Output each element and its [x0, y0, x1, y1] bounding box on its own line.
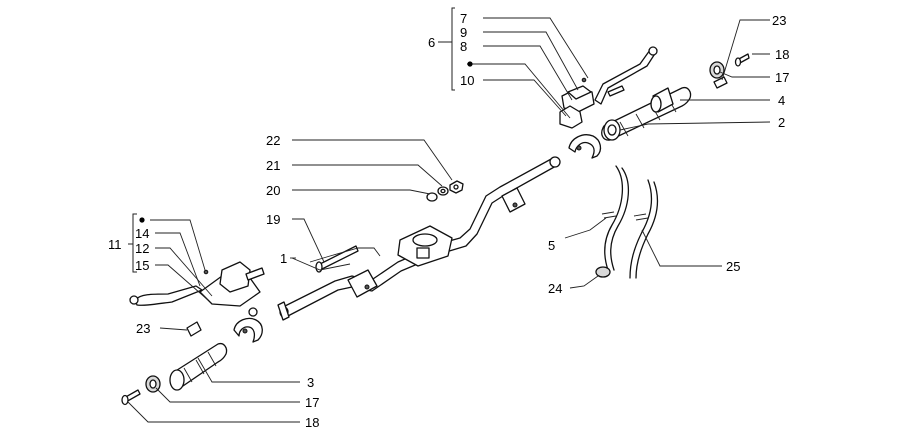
cable-25 [629, 179, 659, 279]
washer-21 [437, 186, 449, 196]
group-bracket-6 [438, 7, 473, 91]
label-12: 12 [135, 241, 149, 256]
label-18-bottom: 18 [305, 415, 319, 428]
left-screw-18 [121, 389, 141, 406]
label-21: 21 [266, 158, 280, 173]
label-22: 22 [266, 133, 280, 148]
label-15: 15 [135, 258, 149, 273]
part-labels: 7 9 8 6 10 23 18 17 4 2 22 21 20 19 1 14… [108, 11, 789, 428]
label-10: 10 [460, 73, 474, 88]
label-5: 5 [548, 238, 555, 253]
leader-lines [127, 17, 771, 423]
label-23-bottom: 23 [136, 321, 150, 336]
label-3: 3 [307, 375, 314, 390]
washer-20 [426, 192, 438, 202]
right-counterweight-4 [650, 87, 674, 113]
label-23-top: 23 [772, 13, 786, 28]
label-11: 11 [108, 237, 122, 252]
left-grip-3 [169, 342, 228, 391]
label-20: 20 [266, 183, 280, 198]
right-cap-17 [709, 61, 725, 79]
nut-22 [449, 180, 464, 194]
label-8: 8 [460, 39, 467, 54]
group-bracket-11 [128, 213, 145, 273]
left-lever-assembly [129, 261, 265, 317]
label-7: 7 [460, 11, 467, 26]
label-2: 2 [778, 115, 785, 130]
right-lever-assembly [559, 46, 658, 129]
label-9: 9 [460, 25, 467, 40]
label-24: 24 [548, 281, 562, 296]
tube-clamp-right [501, 187, 526, 213]
label-4: 4 [778, 93, 785, 108]
right-clamp-half [568, 134, 602, 159]
tube-clamp-left [347, 269, 378, 298]
left-pin-23 [186, 321, 202, 337]
label-17-top: 17 [775, 70, 789, 85]
right-bush-2 [603, 119, 621, 141]
left-clamp-half [233, 317, 263, 343]
grommet-24 [595, 266, 611, 278]
cable-5 [601, 165, 630, 271]
tube-clamp-center [397, 225, 453, 267]
right-pin-23 [713, 76, 728, 89]
label-19: 19 [266, 212, 280, 227]
label-25: 25 [726, 259, 740, 274]
label-17-bottom: 17 [305, 395, 319, 410]
right-screw-18 [734, 53, 750, 67]
label-18-top: 18 [775, 47, 789, 62]
label-14: 14 [135, 226, 149, 241]
label-1: 1 [280, 251, 287, 266]
label-6: 6 [428, 35, 435, 50]
